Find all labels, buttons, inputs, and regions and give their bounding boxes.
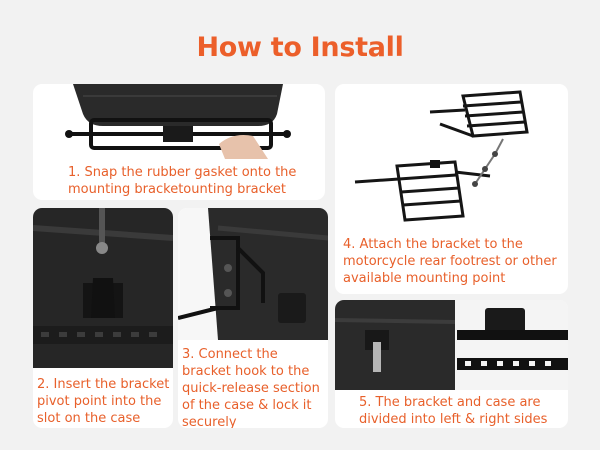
step-1-caption: 1. Snap the rubber gasket onto the mount… (68, 165, 297, 197)
step-2-image (33, 208, 173, 368)
step-4-image (335, 84, 568, 229)
step-5-card: 5. The bracket and case are divided into… (335, 300, 568, 428)
step-1-image (33, 84, 325, 159)
step-5-caption: 5. The bracket and case are divided into… (359, 395, 548, 427)
step-1-card: 1. Snap the rubber gasket onto the mount… (33, 84, 325, 200)
step-5-image (335, 300, 568, 390)
step-3-card: 3. Connect the bracket hook to the quick… (178, 208, 328, 428)
step-4-card: 4. Attach the bracket to the motorcycle … (335, 84, 568, 294)
step-3-image (178, 208, 328, 340)
step-2-caption: 2. Insert the bracket pivot point into t… (37, 377, 170, 426)
step-3-caption: 3. Connect the bracket hook to the quick… (182, 347, 320, 428)
step-2-card: 2. Insert the bracket pivot point into t… (33, 208, 173, 428)
page-title: How to Install (196, 32, 404, 63)
step-4-caption: 4. Attach the bracket to the motorcycle … (343, 237, 557, 286)
